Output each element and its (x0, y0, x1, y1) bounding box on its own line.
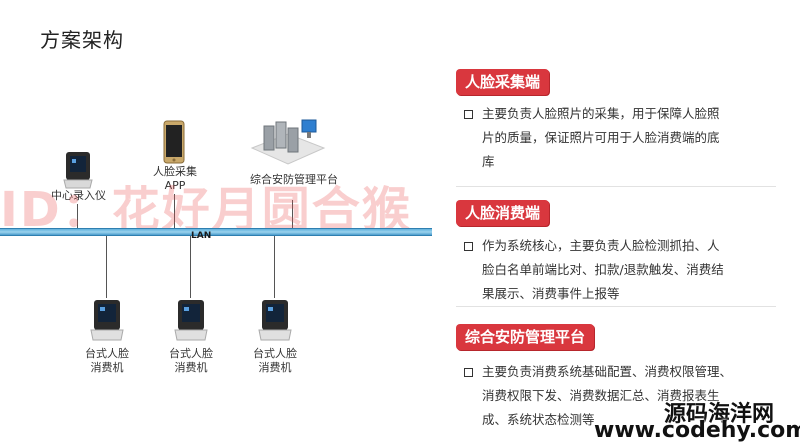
lan-bus (0, 228, 432, 236)
app-label-line1: 人脸采集 (153, 165, 197, 178)
server-platform-icon (250, 119, 326, 165)
phone-icon (163, 120, 185, 164)
enroll-device-label: 中心录入仪 (51, 189, 106, 202)
bullet-icon (464, 368, 473, 377)
section-divider (456, 306, 776, 307)
footer-watermark-line2: www.codehy.com (594, 418, 800, 443)
section-divider (456, 186, 776, 187)
terminal-label-line2: 消费机 (90, 361, 124, 374)
bullet-icon (464, 242, 473, 251)
enroll-device-icon (63, 152, 93, 189)
connector-line (106, 236, 107, 298)
terminal-icon (90, 300, 124, 341)
section-header-face-consume: 人脸消费端 (456, 200, 550, 226)
section-desc-face-consume: 作为系统核心，主要负责人脸检测抓拍、人 脸白名单前端比对、扣款/退款触发、消费结… (464, 234, 767, 306)
terminal-icon (174, 300, 208, 341)
connector-line (274, 236, 275, 298)
page-title: 方案架构 (40, 28, 124, 52)
section-header-face-capture: 人脸采集端 (456, 69, 550, 95)
connector-line (292, 200, 293, 229)
platform-label: 综合安防管理平台 (250, 173, 338, 186)
terminal-icon (258, 300, 292, 341)
app-label-line2: APP (164, 179, 186, 192)
connector-line (174, 194, 175, 229)
lan-label: LAN (191, 231, 212, 241)
connector-line (77, 204, 78, 229)
terminal-label-line2: 消费机 (258, 361, 292, 374)
section-desc-face-capture: 主要负责人脸照片的采集，用于保障人脸照 片的质量，保证照片可用于人脸消费端的底 … (464, 102, 767, 174)
footer-watermark-line1: 源码海洋网 (664, 402, 775, 427)
terminal-label-line1: 台式人脸 (253, 347, 297, 360)
section-desc-platform: 主要负责消费系统基础配置、消费权限管理、 消费权限下发、消费数据汇总、消费报表生… (464, 360, 767, 432)
terminal-label-line1: 台式人脸 (169, 347, 213, 360)
terminal-label-line1: 台式人脸 (85, 347, 129, 360)
connector-line (190, 236, 191, 298)
section-header-platform: 综合安防管理平台 (456, 324, 595, 350)
terminal-label-line2: 消费机 (174, 361, 208, 374)
bullet-icon (464, 110, 473, 119)
